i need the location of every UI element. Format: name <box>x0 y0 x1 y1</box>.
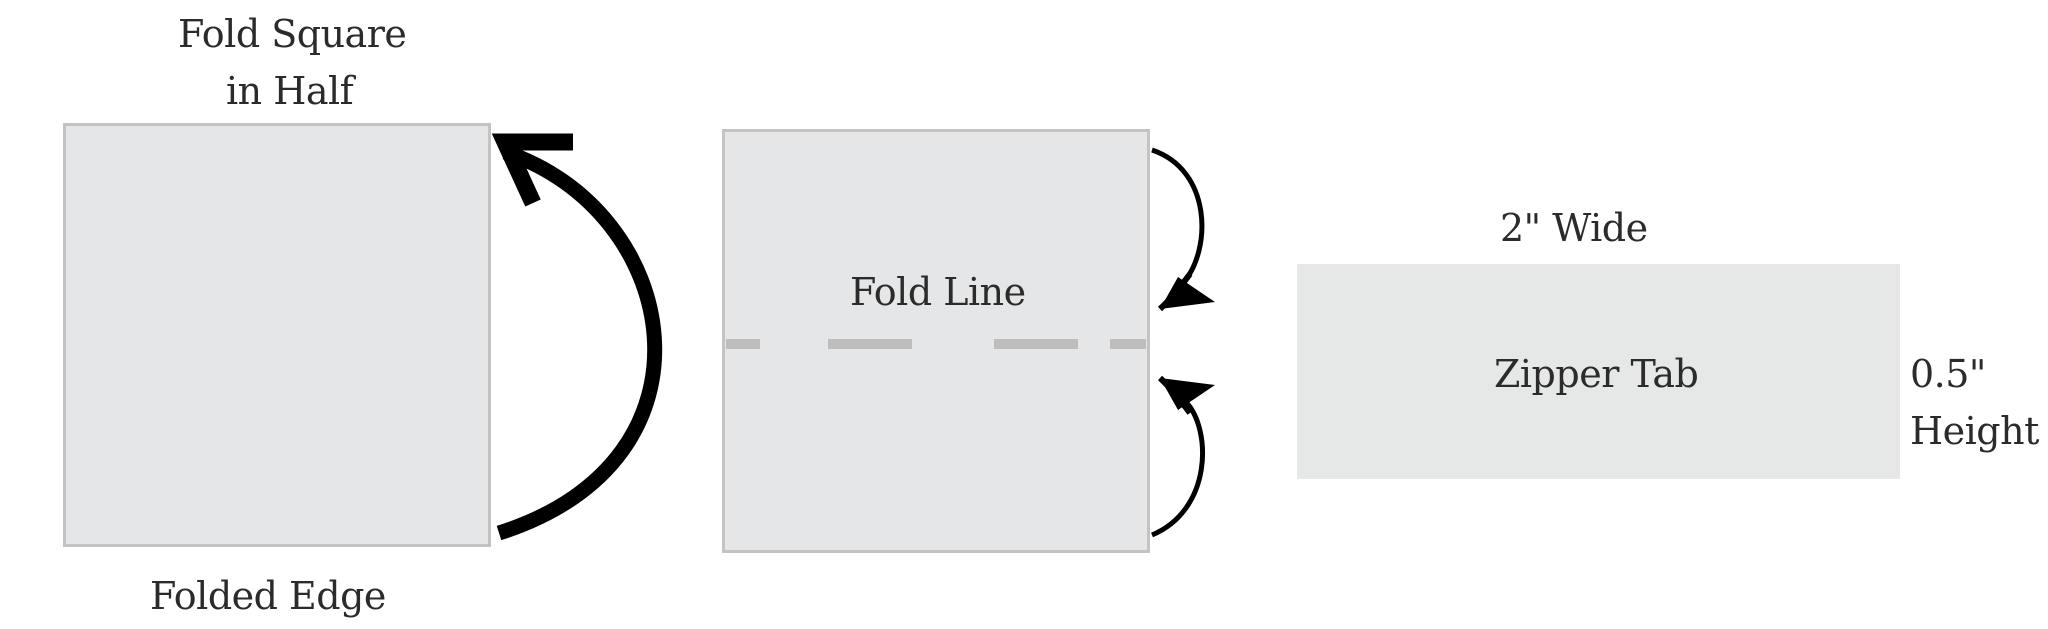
fold-line-label: Fold Line <box>850 270 1026 314</box>
large-curved-arrow-icon <box>491 133 663 541</box>
zipper-tab-rectangle <box>1297 264 1900 479</box>
lower-curved-arrow-icon <box>1151 375 1215 538</box>
folded-edge-label: Folded Edge <box>150 574 386 618</box>
fold-square-title-line1: Fold Square <box>178 12 407 56</box>
height-label-line2: Height <box>1910 409 2039 453</box>
fabric-square-left <box>63 123 491 547</box>
height-label-line1: 0.5" <box>1910 352 1986 396</box>
width-label: 2" Wide <box>1500 206 1648 250</box>
fabric-square-middle <box>722 129 1150 553</box>
upper-curved-arrow-icon <box>1151 147 1215 312</box>
fold-square-title-line2: in Half <box>226 69 354 113</box>
zipper-tab-label: Zipper Tab <box>1494 352 1699 396</box>
